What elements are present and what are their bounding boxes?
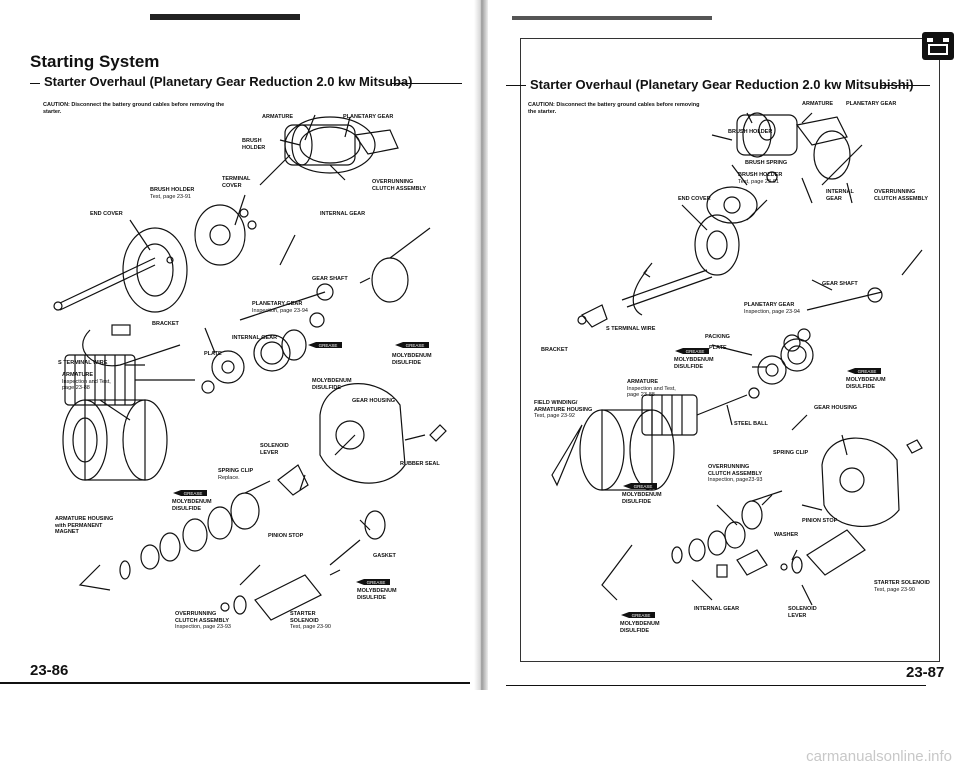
- label-armature: ARMATURE: [802, 101, 834, 107]
- label-plate: PLATE: [709, 345, 727, 351]
- label-bracket: BRACKET: [541, 347, 568, 353]
- subtitle-rule-left: [506, 85, 526, 86]
- label-solenoid-lever: SOLENOID LEVER: [788, 606, 817, 619]
- label-armature-housing: ARMATURE HOUSING with PERMANENT MAGNET: [55, 516, 114, 535]
- label-gear-shaft: GEAR SHAFT: [822, 281, 858, 287]
- content-frame: [520, 38, 940, 662]
- label-solenoid-lever: SOLENOID LEVER: [260, 443, 289, 456]
- label-planetary-gear: PLANETARY GEAR: [846, 101, 897, 107]
- label-molybdenum-4: MOLYBDENUM DISULFIDE: [357, 588, 397, 601]
- label-plate: PLATE: [204, 351, 222, 357]
- label-internal-gear: INTERNAL GEAR: [694, 606, 740, 612]
- page-number: 23-87: [906, 664, 945, 681]
- grease-badge-icon: GREASE: [308, 342, 342, 348]
- bottom-rule: [506, 685, 926, 686]
- label-internal-gear: INTERNAL GEAR: [232, 335, 278, 341]
- svg-text:GREASE: GREASE: [184, 491, 203, 496]
- label-molybdenum-1: MOLYBDENUM DISULFIDE: [674, 357, 714, 370]
- label-s-terminal-wire: S TERMINAL WIRE: [606, 326, 656, 332]
- svg-text:GREASE: GREASE: [634, 484, 653, 489]
- label-overrunning-clutch-top: OVERRUNNING CLUTCH ASSEMBLY: [372, 179, 426, 192]
- label-spring-clip: SPRING CLIP: [773, 450, 809, 456]
- svg-text:GREASE: GREASE: [367, 580, 386, 585]
- exploded-view-illustration: [551, 112, 923, 606]
- caution-text: CAUTION: Disconnect the battery ground c…: [528, 102, 700, 115]
- page-number: 23-86: [30, 662, 69, 679]
- label-washer: WASHER: [774, 532, 799, 538]
- label-internal-gear-top: INTERNAL GEAR: [320, 211, 366, 217]
- subtitle-rule-left: [30, 83, 40, 84]
- label-molybdenum-3: MOLYBDENUM DISULFIDE: [172, 499, 212, 512]
- label-overrunning-top: OVERRUNNING CLUTCH ASSEMBLY: [874, 189, 928, 202]
- svg-text:GREASE: GREASE: [858, 369, 877, 374]
- label-gasket: GASKET: [373, 553, 396, 559]
- label-molybdenum-3: MOLYBDENUM DISULFIDE: [622, 492, 662, 505]
- subtitle-rule-right: [392, 83, 462, 84]
- label-gear-housing: GEAR HOUSING: [814, 405, 858, 411]
- label-pinion-stop: PINION STOP: [268, 533, 304, 539]
- label-gear-housing: GEAR HOUSING: [352, 398, 396, 404]
- label-end-cover: END COVER: [678, 196, 711, 202]
- bottom-rule: [0, 682, 470, 684]
- label-bracket: BRACKET: [152, 321, 179, 327]
- subtitle: Starter Overhaul (Planetary Gear Reducti…: [530, 77, 914, 92]
- svg-text:GREASE: GREASE: [406, 343, 425, 348]
- exploded-view-illustration: [53, 114, 447, 621]
- grease-badge-icon: GREASE: [356, 579, 390, 585]
- label-brush-holder: BRUSH HOLDER: [242, 138, 266, 151]
- label-s-terminal-wire: S TERMINAL WIRE: [58, 360, 108, 366]
- grease-badge-icon: GREASE: [173, 490, 207, 496]
- watermark: carmanualsonline.info: [806, 748, 952, 765]
- svg-text:GREASE: GREASE: [319, 343, 338, 348]
- subtitle: Starter Overhaul (Planetary Gear Reducti…: [44, 74, 413, 89]
- label-molybdenum-2: MOLYBDENUM DISULFIDE: [846, 377, 886, 390]
- label-steel-ball: STEEL BALL: [734, 421, 768, 427]
- grease-badge-icon: GREASE: [621, 612, 655, 618]
- top-rule: [150, 14, 300, 20]
- label-rubber-seal: RUBBER SEAL: [400, 461, 440, 467]
- book-spine: [474, 0, 488, 690]
- label-molybdenum-1: MOLYBDENUM DISULFIDE: [392, 353, 432, 366]
- label-planetary-gear: PLANETARY GEAR: [343, 114, 394, 120]
- left-page: Starting System Starter Overhaul (Planet…: [0, 0, 478, 690]
- label-molybdenum-4: MOLYBDENUM DISULFIDE: [620, 621, 660, 634]
- grease-badge-icon: GREASE: [623, 483, 657, 489]
- label-terminal-cover: TERMINAL COVER: [222, 176, 251, 189]
- label-brush-spring: BRUSH SPRING: [745, 160, 788, 166]
- right-page: Starter Overhaul (Planetary Gear Reducti…: [482, 0, 960, 690]
- label-packing: PACKING: [705, 334, 730, 340]
- label-internal-gear-top: INTERNAL GEAR: [826, 189, 854, 202]
- svg-text:GREASE: GREASE: [686, 349, 705, 354]
- label-brush-holder: BRUSH HOLDER: [728, 129, 773, 135]
- label-pinion-stop: PINION STOP: [802, 518, 838, 524]
- subtitle-rule-right: [880, 85, 930, 86]
- battery-icon: [922, 32, 954, 60]
- grease-badge-icon: GREASE: [675, 348, 709, 354]
- grease-badge-icon: GREASE: [847, 368, 881, 374]
- label-end-cover: END COVER: [90, 211, 123, 217]
- grease-badge-icon: GREASE: [395, 342, 429, 348]
- label-molybdenum-2: MOLYBDENUM DISULFIDE: [312, 378, 352, 391]
- section-title: Starting System: [30, 52, 160, 71]
- label-armature: ARMATURE: [262, 114, 294, 120]
- svg-text:GREASE: GREASE: [632, 613, 651, 618]
- caution-text: CAUTION: Disconnect the battery ground c…: [43, 102, 225, 115]
- top-rule: [512, 16, 712, 20]
- label-gear-shaft: GEAR SHAFT: [312, 276, 348, 282]
